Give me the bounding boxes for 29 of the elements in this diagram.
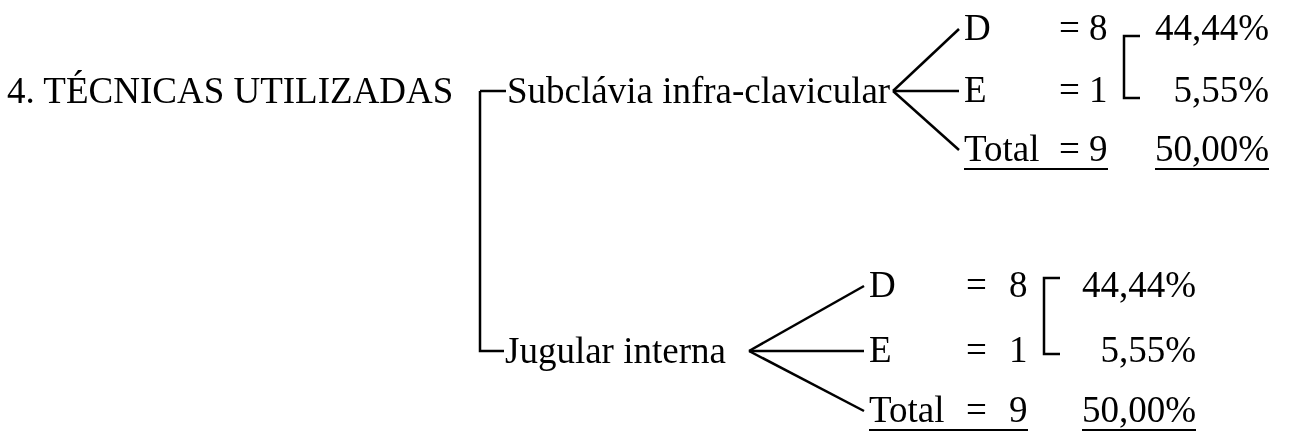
count-value: = 9: [966, 391, 1028, 431]
percentage-value: 44,44%: [1154, 9, 1269, 49]
connector-line: [478, 89, 506, 93]
count-value: = 8: [1059, 9, 1108, 49]
percentage-value: 44,44%: [1081, 266, 1196, 306]
branch-heading: Subclávia infra-clavicular: [507, 69, 891, 113]
percentage-value: 5,55%: [1100, 331, 1196, 371]
row-label: E: [964, 71, 988, 111]
percentage-value: 50,00%: [1081, 391, 1196, 431]
connector-line: [748, 284, 865, 353]
row-label: D: [869, 266, 897, 306]
connector-line: [892, 28, 960, 92]
percentage-value: 50,00%: [1154, 130, 1269, 170]
row-label: D: [964, 9, 992, 49]
row-label: E: [869, 331, 893, 371]
count-value: = 9: [1059, 130, 1108, 170]
connector-line: [892, 90, 960, 151]
count-value: = 8: [966, 266, 1028, 306]
percentage-value: 5,55%: [1173, 71, 1269, 111]
count-value: = 1: [1059, 71, 1108, 111]
connector-line: [478, 91, 504, 353]
branch-heading: 4. TÉCNICAS UTILIZADAS: [7, 69, 454, 113]
connector-line: [749, 349, 864, 353]
branch-heading: Jugular interna: [505, 329, 726, 373]
count-value: = 1: [966, 331, 1028, 371]
connector-line: [748, 349, 865, 413]
row-label: Total: [964, 130, 1059, 170]
row-label: Total: [869, 391, 966, 431]
connector-line: [893, 89, 959, 93]
